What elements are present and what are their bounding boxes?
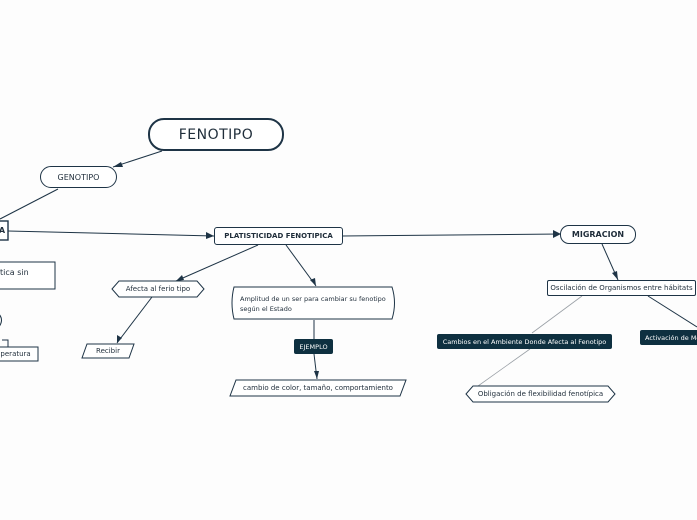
afecta-node-shape [111,280,205,298]
arrowhead [612,271,618,280]
amplitud-label-line1: Amplitud de un ser para cambiar su fenot… [240,295,386,303]
recibir-node-shape [81,343,135,359]
link-genotipo-left [0,188,59,220]
afecta-node[interactable]: Afecta al ferio tipo [112,281,204,297]
left-cut-node-a-label: A [0,226,6,235]
link-oscilacion-cambios [531,295,583,334]
obligacion-label: Obligación de flexibilidad fenotípica [477,390,604,398]
obligacion-node[interactable]: Obligación de flexibilidad fenotípica [466,386,615,402]
amplitud-label-line2: según el Estado [240,305,292,313]
cambios-ambiente-label: Cambios en el Ambiente Donde Afecta al F… [442,337,607,346]
left-cut-text-box[interactable]: tica sin [0,262,55,289]
left-cut-curve [0,314,2,327]
obligacion-node-shape [465,385,616,403]
afecta-label: Afecta al ferio tipo [125,285,191,293]
arrowhead [310,278,316,286]
left-cut-small-bracket [2,339,9,347]
arrowhead [314,371,319,379]
left-cut-temp-box-shape [0,346,39,362]
cambio-label: cambio de color, tamaño, comportamiento [243,384,393,392]
link-afecta-recibir [116,296,153,344]
left-cut-node-a-shape [0,220,9,241]
left-cut-node-a[interactable]: A [0,221,8,240]
amplitud-node-shape [231,286,395,320]
cambio-node-shape [229,379,407,397]
arrowhead [113,162,123,167]
cambio-node[interactable]: cambio de color, tamaño, comportamiento [230,380,406,396]
activacion-node[interactable]: Activación de Me [640,330,697,345]
link-oscilacion-activacion [647,295,697,328]
plasticidad-label: PLATISTICIDAD FENOTIPICA [224,232,333,240]
plasticidad-node[interactable]: PLATISTICIDAD FENOTIPICA [214,227,343,245]
link-plasticidad-afecta [175,244,259,282]
oscilacion-node[interactable]: Oscilación de Organismos entre hábitats [547,280,696,296]
recibir-label: Recibir [96,347,120,355]
arrowhead [117,335,122,343]
link-left-plasticidad [7,230,215,237]
ejemplo-node[interactable]: EJEMPLO [294,339,333,354]
oscilacion-label: Oscilación de Organismos entre hábitats [550,284,693,292]
fenotipo-label: FENOTIPO [178,126,254,143]
amplitud-node[interactable]: Amplitud de un ser para cambiar su fenot… [240,290,392,318]
activacion-label: Activación de Me [645,333,697,342]
arrowhead [553,230,561,238]
fenotipo-node[interactable]: FENOTIPO [148,118,284,151]
genotipo-node[interactable]: GENOTIPO [40,166,117,188]
left-cut-text-label: tica sin [0,267,29,277]
ejemplo-label: EJEMPLO [299,342,328,351]
arrowhead [206,232,214,239]
link-plasticidad-migracion [341,233,562,237]
migracion-label: MIGRACION [571,230,625,239]
left-cut-text-box-shape [0,261,56,290]
arrowhead [176,275,184,281]
migracion-node[interactable]: MIGRACION [560,225,636,244]
cambios-ambiente-node[interactable]: Cambios en el Ambiente Donde Afecta al F… [437,334,612,349]
link-plasticidad-amplitud [285,244,317,287]
genotipo-label: GENOTIPO [57,172,100,182]
recibir-node[interactable]: Recibir [82,344,134,358]
link-cambios-obligacion [477,348,531,387]
